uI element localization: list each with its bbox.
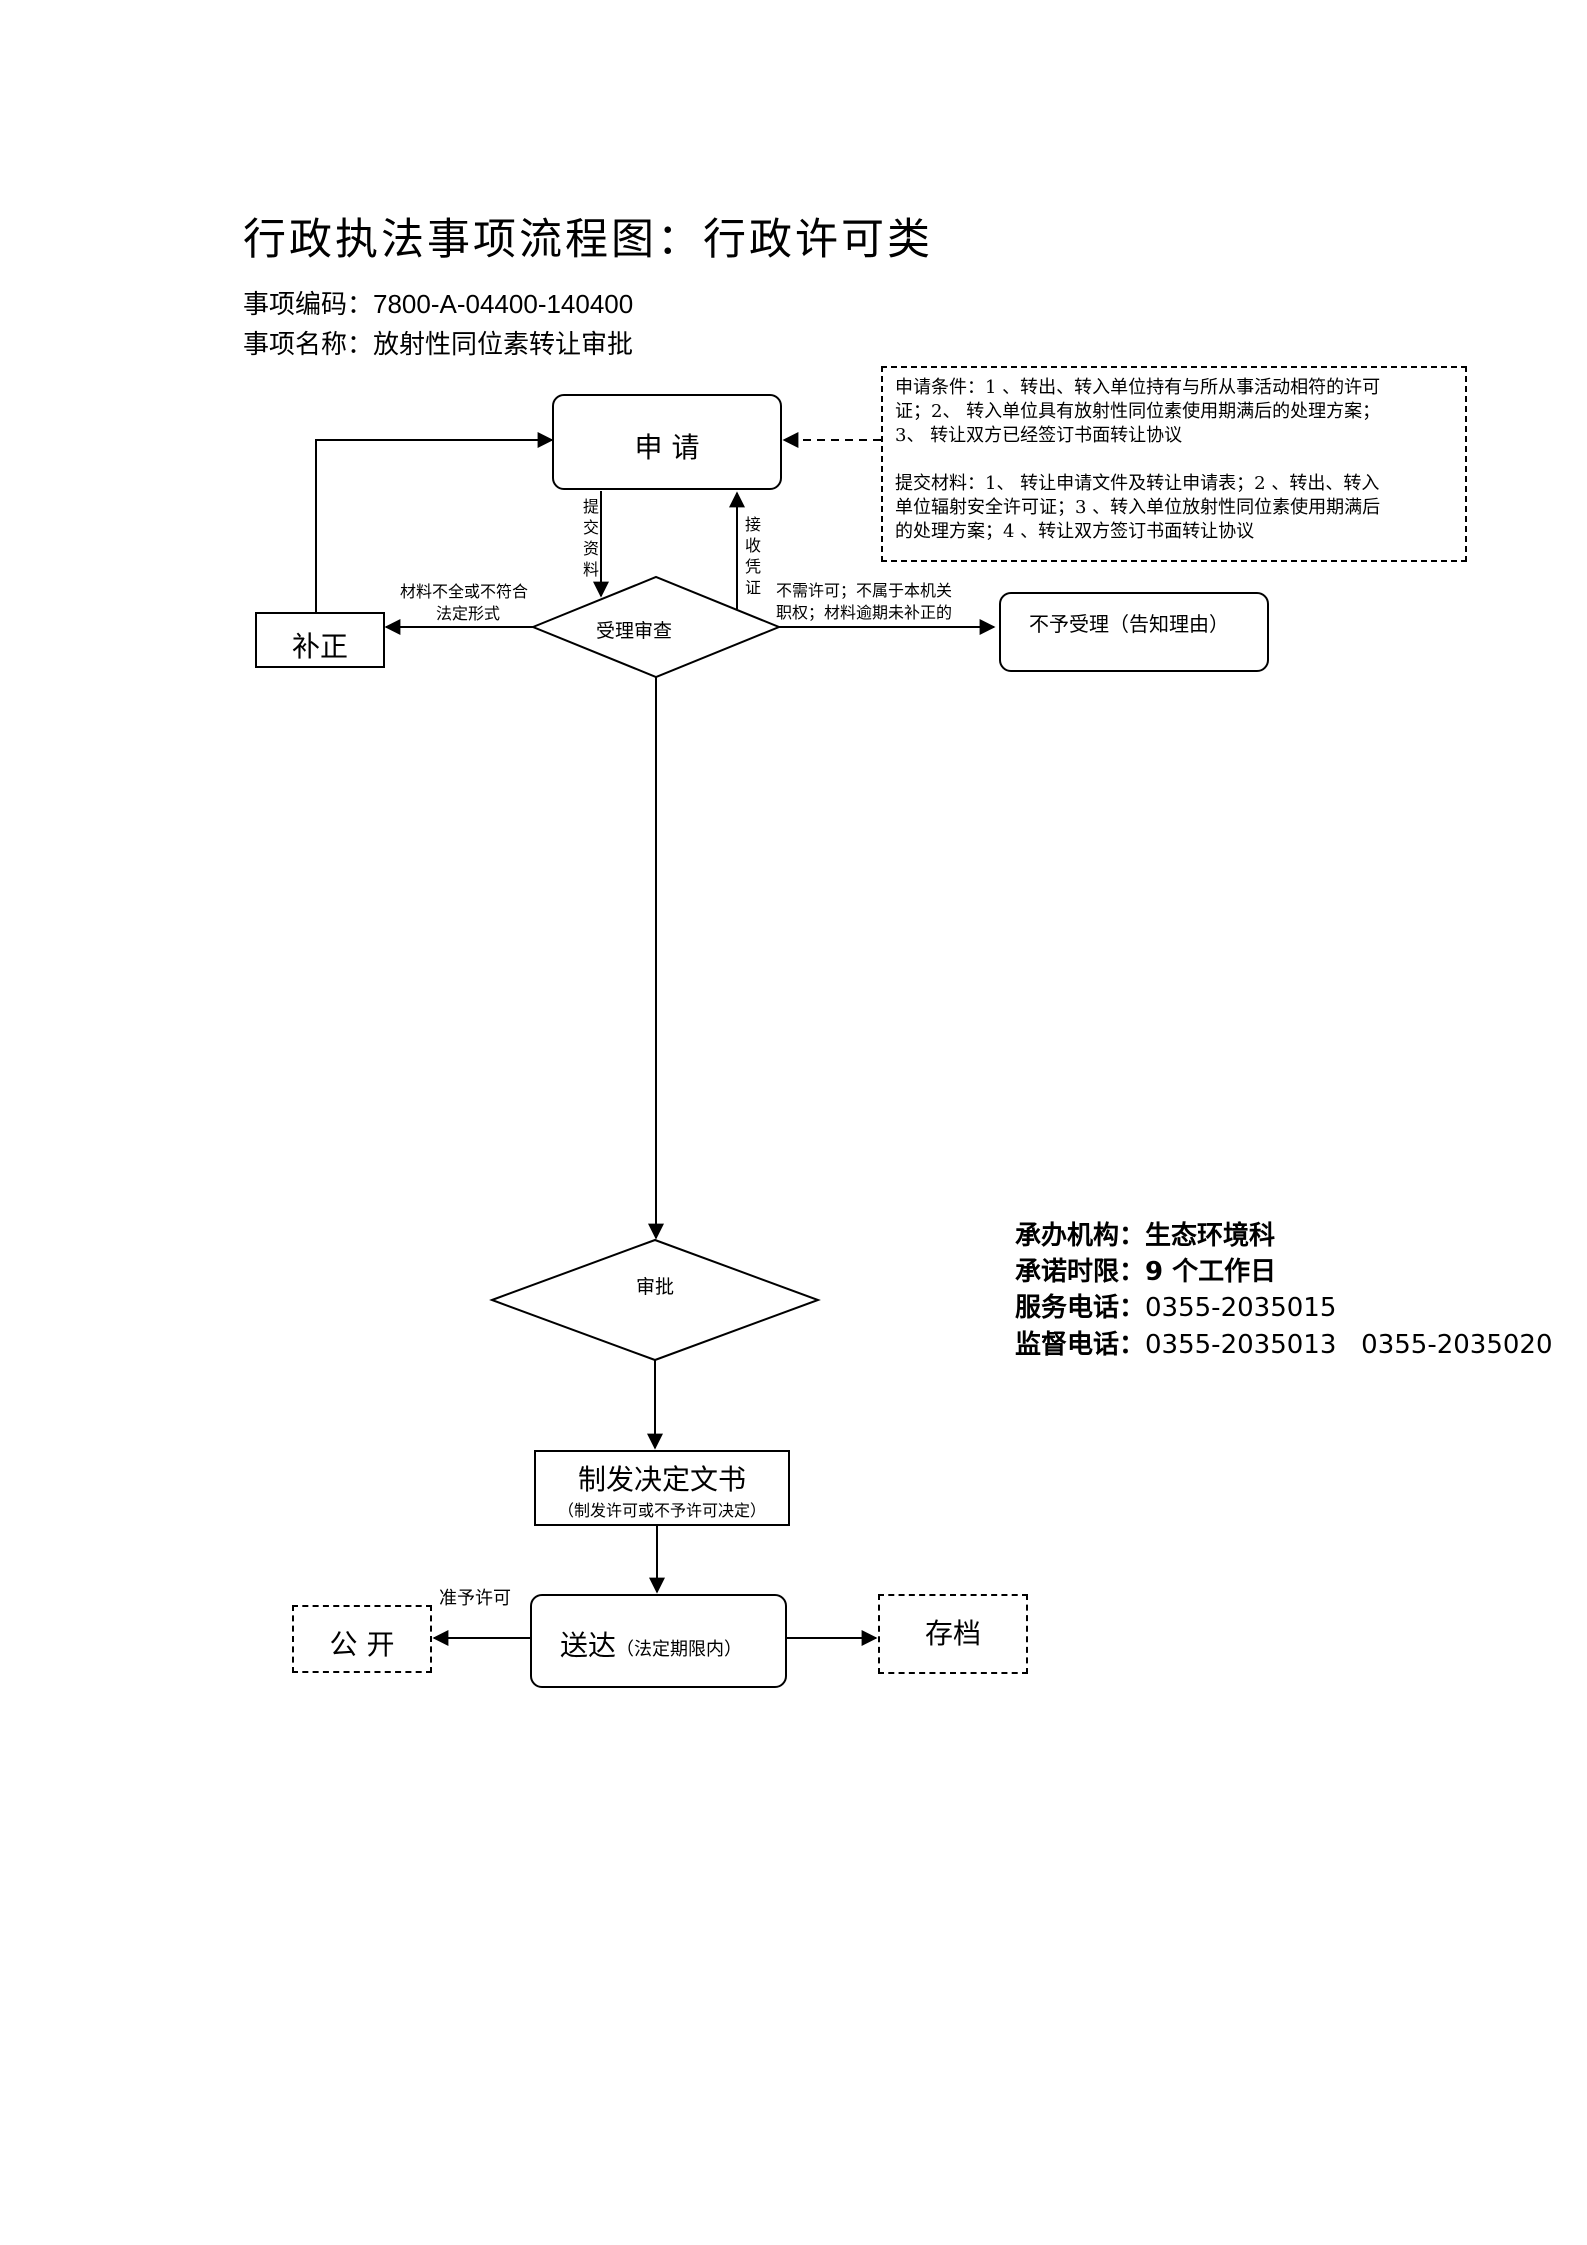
approve-label: 审批 xyxy=(636,1276,675,1298)
no-permit-edge-label-1: 不需许可；不属于本机关 xyxy=(776,581,953,600)
incomplete-edge-label-1: 材料不全或不符合 xyxy=(400,582,529,601)
deadline-info: 承诺时限：9 个工作日 xyxy=(1015,1251,1276,1288)
public-node: 公 开 xyxy=(292,1605,432,1673)
reject-label: 不予受理（告知理由） xyxy=(1029,612,1229,636)
materials-line-1: 提交材料：1、 转让申请文件及转让申请表；2 、转出、转入 xyxy=(895,473,1380,494)
supervise-phone-label: 监督电话： xyxy=(1015,1330,1146,1360)
deliver-main-label: 送达 xyxy=(560,1629,617,1662)
deadline-value: 9 个工作日 xyxy=(1145,1257,1277,1287)
supervise-phone-info: 监督电话：0355-2035013 0355-2035020 xyxy=(1015,1324,1553,1361)
item-name: 事项名称：放射性同位素转让审批 xyxy=(243,324,633,361)
materials-line-2: 单位辐射安全许可证；3 、转入单位放射性同位素使用期满后 xyxy=(895,497,1381,518)
incomplete-edge-label-2: 法定形式 xyxy=(436,604,501,623)
agency-value: 生态环境科 xyxy=(1145,1221,1276,1251)
supervise-phone-value: 0355-2035013 0355-2035020 xyxy=(1145,1330,1553,1360)
public-label: 公 开 xyxy=(329,1628,395,1661)
service-phone-info: 服务电话：0355-2035015 xyxy=(1015,1287,1336,1324)
submit-edge-label: 提交资料 xyxy=(582,497,599,579)
correct-label: 补正 xyxy=(291,630,348,663)
granted-edge-label: 准予许可 xyxy=(439,1588,511,1609)
apply-label: 申 请 xyxy=(634,431,700,464)
decision-node: 制发决定文书 （制发许可或不予许可决定） xyxy=(534,1450,790,1526)
conditions-line-2: 证；2、 转入单位具有放射性同位素使用期满后的处理方案； xyxy=(895,401,1381,422)
conditions-line-1: 申请条件：1 、转出、转入单位持有与所从事活动相符的许可 xyxy=(895,377,1381,398)
item-name-label: 事项名称： xyxy=(243,330,374,360)
service-phone-label: 服务电话： xyxy=(1015,1293,1146,1323)
correct-loop-arrow xyxy=(315,432,554,612)
page-title: 行政执法事项流程图：行政许可类 xyxy=(243,215,933,265)
item-code-value: 7800-A-04400-140400 xyxy=(373,289,634,319)
reject-node: 不予受理（告知理由） xyxy=(999,592,1269,672)
correct-node: 补正 xyxy=(255,612,385,668)
item-name-value: 放射性同位素转让审批 xyxy=(373,330,634,360)
agency-label: 承办机构： xyxy=(1015,1221,1146,1251)
review-label: 受理审查 xyxy=(596,620,673,642)
item-code-label: 事项编码： xyxy=(243,290,374,320)
deliver-sub-label: （法定期限内） xyxy=(616,1639,743,1660)
decision-sub-label: （制发许可或不予许可决定） xyxy=(557,1501,766,1520)
deliver-node: 送达（法定期限内） xyxy=(530,1594,787,1688)
no-permit-edge-label-2: 职权；材料逾期未补正的 xyxy=(776,603,953,622)
deliver-label: 送达（法定期限内） xyxy=(560,1624,742,1664)
item-code: 事项编码：7800-A-04400-140400 xyxy=(243,284,633,321)
archive-label: 存档 xyxy=(924,1617,981,1650)
archive-node: 存档 xyxy=(878,1594,1028,1674)
materials-line-3: 的处理方案；4 、转让双方签订书面转让协议 xyxy=(895,521,1255,542)
decision-main-label: 制发决定文书 xyxy=(577,1463,746,1496)
receipt-edge-label: 接收凭证 xyxy=(744,515,761,597)
conditions-line-3: 3、 转让双方已经签订书面转让协议 xyxy=(895,425,1183,446)
approve-diamond xyxy=(489,1238,821,1362)
agency-info: 承办机构：生态环境科 xyxy=(1015,1215,1275,1252)
deadline-label: 承诺时限： xyxy=(1015,1257,1146,1287)
service-phone-value: 0355-2035015 xyxy=(1145,1293,1337,1323)
requirements-note: 申请条件：1 、转出、转入单位持有与所从事活动相符的许可 证；2、 转入单位具有… xyxy=(881,366,1467,562)
apply-node: 申 请 xyxy=(552,394,782,490)
